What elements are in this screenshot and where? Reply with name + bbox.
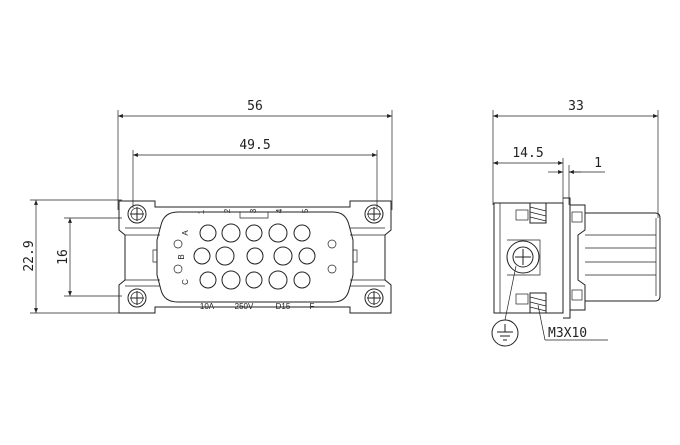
row-letter-labels: A B C [177, 230, 190, 285]
ground-terminal [506, 239, 541, 276]
pin-number-2: 2 [223, 208, 232, 213]
svg-text:16: 16 [56, 249, 71, 265]
row-letter-c: C [181, 279, 190, 285]
dim-screw-pitch: 49.5 [133, 138, 377, 157]
mounting-screw-bottom-right [364, 288, 384, 308]
rating-current: 10A [200, 302, 215, 311]
mounting-screw-bottom-left [127, 288, 147, 308]
svg-text:33: 33 [568, 99, 584, 114]
dim-depth: 33 [493, 99, 658, 118]
pin-number-4: 4 [275, 208, 284, 213]
pin-b3 [246, 247, 264, 265]
screw-callout: M3X10 [537, 304, 608, 341]
dim-insert-depth: 14.5 [493, 146, 563, 165]
row-letter-b: B [177, 254, 186, 259]
pin-b1 [193, 247, 211, 265]
row-letter-a: A [181, 230, 190, 236]
pin-c3 [245, 271, 263, 289]
pin-aux-tr [327, 239, 337, 249]
pin-number-3: 3 [249, 208, 258, 213]
pin-c2 [221, 270, 241, 290]
rating-gender: F [310, 302, 315, 311]
mounting-screw-top-left [127, 204, 147, 224]
dim-overall-width: 56 [118, 99, 392, 118]
svg-text:1: 1 [594, 156, 602, 171]
pin-c1 [199, 271, 217, 289]
rating-type: D15 [276, 302, 291, 311]
pin-number-labels: 1 2 3 4 5 [197, 208, 310, 214]
mounting-screw-top-right [364, 204, 384, 224]
rating-labels: 10A 250V D15 F [200, 302, 315, 311]
side-view: 33 14.5 1 [491, 99, 661, 347]
pin-a1 [199, 224, 217, 242]
svg-text:M3X10: M3X10 [548, 326, 587, 341]
pin-a3 [245, 224, 263, 242]
ground-icon [491, 319, 519, 347]
pin-aux-bl [173, 264, 183, 274]
svg-text:22.9: 22.9 [22, 240, 37, 271]
connector-housing [118, 200, 392, 314]
svg-text:49.5: 49.5 [239, 138, 270, 153]
pin-b5 [298, 247, 316, 265]
rating-voltage: 250V [235, 302, 254, 311]
front-view: 56 49.5 22.9 16 [22, 99, 393, 314]
pin-number-1: 1 [197, 209, 206, 214]
dim-flange: 1 [548, 156, 605, 174]
pin-a4 [268, 223, 288, 243]
pin-a5 [293, 224, 311, 242]
dim-inner-height: 16 [56, 218, 72, 296]
pin-a2 [221, 223, 241, 243]
svg-text:56: 56 [247, 99, 263, 114]
svg-text:14.5: 14.5 [512, 146, 543, 161]
pin-c5 [293, 271, 311, 289]
pin-aux-tl [173, 239, 183, 249]
side-body [493, 197, 661, 319]
pin-b2 [215, 246, 235, 266]
pin-aux-br [327, 264, 337, 274]
dim-overall-height: 22.9 [22, 200, 38, 313]
pin-c4 [268, 270, 288, 290]
pin-b4 [273, 246, 293, 266]
pin-number-5: 5 [301, 208, 310, 213]
contact-pins [173, 223, 337, 290]
